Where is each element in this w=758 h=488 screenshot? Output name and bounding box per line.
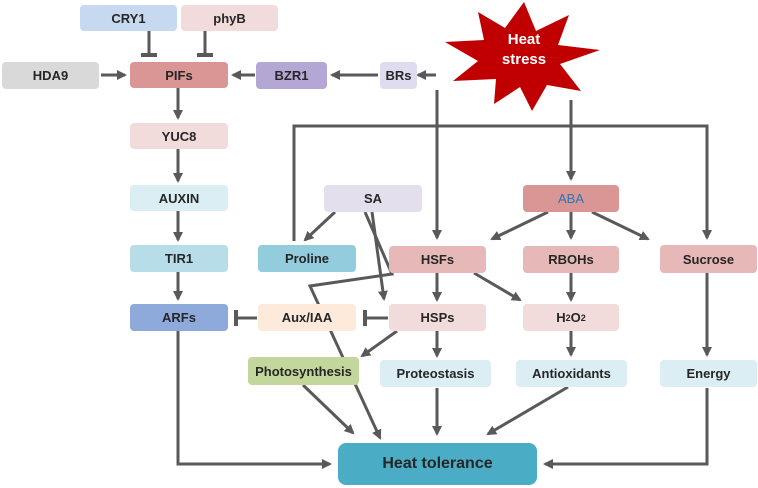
heat-stress-line1: Heat — [507, 31, 541, 48]
node-sucrose: Sucrose — [660, 245, 757, 273]
node-brs: BRs — [380, 62, 417, 89]
node-rbohs: RBOHs — [523, 246, 619, 273]
node-cry1: CRY1 — [80, 5, 177, 31]
edge-sa-to-proline — [303, 210, 337, 242]
node-bzr1: BZR1 — [256, 62, 327, 89]
edge-antioxidants-to-heat-tolerance — [486, 385, 569, 436]
heat-stress-line2: stress — [501, 51, 547, 68]
node-aba: ABA — [523, 185, 619, 212]
edge-hsfs-to-h2o2 — [473, 271, 522, 302]
edge-heat-stress-bus — [292, 124, 712, 241]
edge-hsps-to-photosynthesis — [360, 329, 398, 358]
edge-aba-to-sucrose — [591, 210, 650, 241]
node-sa: SA — [324, 185, 422, 212]
edge-aba-to-hsfs — [490, 210, 549, 241]
node-tir1: TIR1 — [130, 245, 228, 272]
edge-energy-to-heat-tolerance — [543, 388, 709, 469]
h2o2-sub1: 2 — [565, 312, 571, 323]
heat-stress-burst-icon — [445, 2, 600, 111]
heat-stress-label: Heat stress — [473, 30, 575, 70]
node-photosynthesis: Photosynthesis — [248, 357, 359, 385]
node-heat-tolerance: Heat tolerance — [338, 443, 537, 485]
node-proteostasis: Proteostasis — [380, 360, 491, 387]
h2o2-sub2: 2 — [580, 312, 586, 323]
node-yuc8: YUC8 — [130, 123, 228, 149]
h2o2-h: H — [556, 310, 566, 325]
node-energy: Energy — [660, 360, 757, 387]
node-arfs: ARFs — [130, 304, 228, 331]
node-phyb: phyB — [181, 5, 278, 31]
edge-photosynthesis-to-heat-tolerance — [301, 383, 355, 435]
node-pifs: PIFs — [130, 62, 228, 88]
node-proline: Proline — [258, 245, 356, 272]
node-hsps: HSPs — [389, 304, 486, 331]
edge-arfs-to-heat-tolerance — [176, 331, 332, 469]
node-hda9: HDA9 — [2, 62, 99, 89]
node-auxin: AUXIN — [130, 185, 228, 211]
node-aux-iaa: Aux/IAA — [258, 304, 356, 331]
h2o2-o: O — [570, 310, 581, 325]
edge-sa-to-hsps — [370, 211, 388, 301]
node-hsfs: HSFs — [389, 246, 486, 273]
node-antioxidants: Antioxidants — [516, 360, 627, 387]
